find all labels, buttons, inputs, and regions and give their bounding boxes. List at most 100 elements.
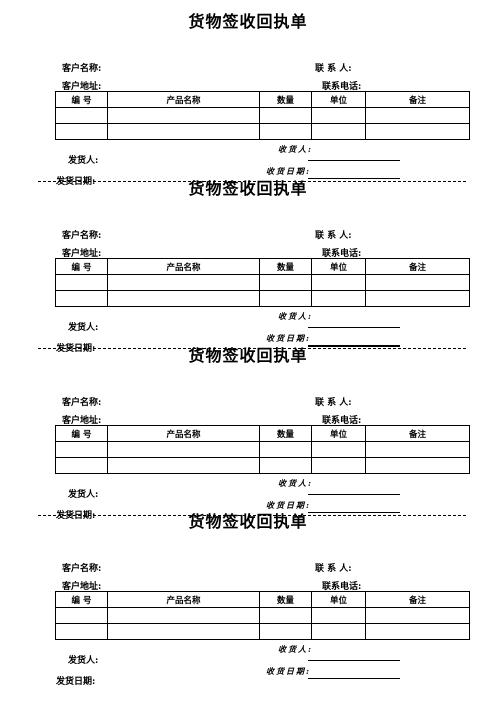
column-header: 单位 — [311, 91, 366, 108]
table-cell[interactable] — [55, 607, 108, 624]
table-cell[interactable] — [365, 274, 470, 291]
customer-name-label: 客户名称: — [62, 231, 102, 241]
column-header: 编 号 — [55, 258, 108, 275]
table-cell[interactable] — [259, 274, 312, 291]
table-cell[interactable] — [311, 457, 366, 474]
column-header: 编 号 — [55, 91, 108, 108]
table-cell[interactable] — [311, 107, 366, 124]
receive-date-line[interactable] — [308, 345, 400, 347]
contact-phone-label: 联系电话: — [322, 416, 362, 426]
table-cell[interactable] — [259, 623, 312, 640]
table-cell[interactable] — [55, 107, 108, 124]
receive-date-line[interactable] — [308, 678, 400, 679]
contact-person-label: 联 系 人: — [315, 564, 352, 574]
receive-date-line[interactable] — [308, 512, 400, 513]
table-cell[interactable] — [365, 623, 470, 640]
table-cell[interactable] — [311, 623, 366, 640]
customer-address-label: 客户地址: — [62, 582, 102, 592]
table-row — [55, 123, 470, 140]
table-cell[interactable] — [365, 290, 470, 307]
ship-date-label: 发货日期: — [56, 677, 96, 687]
table-cell[interactable] — [365, 607, 470, 624]
receiver-signature-line[interactable] — [308, 327, 400, 328]
receiver-signature-line[interactable] — [308, 660, 400, 661]
table-cell[interactable] — [107, 607, 260, 624]
column-header: 单位 — [311, 258, 366, 275]
shipper-label: 发货人: — [68, 323, 99, 333]
column-header: 备注 — [365, 258, 470, 275]
ship-date-label: 发货日期: — [56, 177, 96, 187]
table-cell[interactable] — [311, 290, 366, 307]
receive-date-line[interactable] — [308, 178, 400, 179]
table-row — [55, 274, 470, 291]
receiver-signature-line[interactable] — [308, 160, 400, 161]
table-cell[interactable] — [55, 457, 108, 474]
contact-person-label: 联 系 人: — [315, 398, 352, 408]
table-cell[interactable] — [311, 441, 366, 458]
table-cell[interactable] — [107, 107, 260, 124]
table-cell[interactable] — [259, 107, 312, 124]
receipt-form: 货物签收回执单 客户名称: 联 系 人: 客户地址: 联系电话: 编 号产品名称… — [0, 175, 496, 354]
table-cell[interactable] — [107, 123, 260, 140]
receipt-form: 货物签收回执单 客户名称: 联 系 人: 客户地址: 联系电话: 编 号产品名称… — [0, 8, 496, 187]
column-header: 数量 — [259, 91, 312, 108]
table-cell[interactable] — [55, 290, 108, 307]
table-cell[interactable] — [311, 607, 366, 624]
table-row — [55, 107, 470, 124]
table-cell[interactable] — [365, 441, 470, 458]
ship-date-label: 发货日期: — [56, 511, 96, 521]
contact-person-label: 联 系 人: — [315, 231, 352, 241]
shipper-label: 发货人: — [68, 656, 99, 666]
shipper-label: 发货人: — [68, 490, 99, 500]
column-header: 产品名称 — [107, 425, 260, 442]
table-cell[interactable] — [259, 441, 312, 458]
column-header: 产品名称 — [107, 91, 260, 108]
table-cell[interactable] — [55, 123, 108, 140]
table-cell[interactable] — [259, 607, 312, 624]
items-table: 编 号产品名称数量单位备注 — [55, 425, 470, 474]
table-cell[interactable] — [365, 107, 470, 124]
ship-date-label: 发货日期: — [56, 344, 96, 354]
table-cell[interactable] — [311, 274, 366, 291]
table-cell[interactable] — [259, 290, 312, 307]
form-title: 货物签收回执单 — [188, 512, 308, 531]
table-cell[interactable] — [365, 457, 470, 474]
table-cell[interactable] — [107, 623, 260, 640]
contact-phone-label: 联系电话: — [322, 82, 362, 92]
customer-address-label: 客户地址: — [62, 82, 102, 92]
table-cell[interactable] — [107, 274, 260, 291]
customer-address-label: 客户地址: — [62, 416, 102, 426]
items-table: 编 号产品名称数量单位备注 — [55, 258, 470, 307]
column-header: 编 号 — [55, 425, 108, 442]
receiver-label: 收货人: — [278, 144, 313, 154]
column-header: 备注 — [365, 591, 470, 608]
table-cell[interactable] — [259, 123, 312, 140]
column-header: 数量 — [259, 591, 312, 608]
column-header: 备注 — [365, 425, 470, 442]
table-header-row: 编 号产品名称数量单位备注 — [55, 258, 470, 275]
column-header: 产品名称 — [107, 591, 260, 608]
column-header: 产品名称 — [107, 258, 260, 275]
receive-date-label: 收货日期: — [266, 333, 311, 343]
table-cell[interactable] — [259, 457, 312, 474]
table-cell[interactable] — [55, 623, 108, 640]
table-cell[interactable] — [365, 123, 470, 140]
table-cell[interactable] — [311, 123, 366, 140]
receiver-signature-line[interactable] — [308, 494, 400, 495]
table-cell[interactable] — [107, 441, 260, 458]
table-cell[interactable] — [55, 274, 108, 291]
cut-line — [38, 515, 466, 516]
table-cell[interactable] — [107, 457, 260, 474]
customer-address-label: 客户地址: — [62, 249, 102, 259]
table-row — [55, 290, 470, 307]
receipt-form: 货物签收回执单 客户名称: 联 系 人: 客户地址: 联系电话: 编 号产品名称… — [0, 342, 496, 521]
receive-date-label: 收货日期: — [266, 166, 311, 176]
column-header: 数量 — [259, 425, 312, 442]
receiver-label: 收货人: — [278, 478, 313, 488]
customer-name-label: 客户名称: — [62, 398, 102, 408]
receiver-label: 收货人: — [278, 311, 313, 321]
items-table: 编 号产品名称数量单位备注 — [55, 591, 470, 640]
table-cell[interactable] — [55, 441, 108, 458]
receive-date-label: 收货日期: — [266, 666, 311, 676]
table-cell[interactable] — [107, 290, 260, 307]
